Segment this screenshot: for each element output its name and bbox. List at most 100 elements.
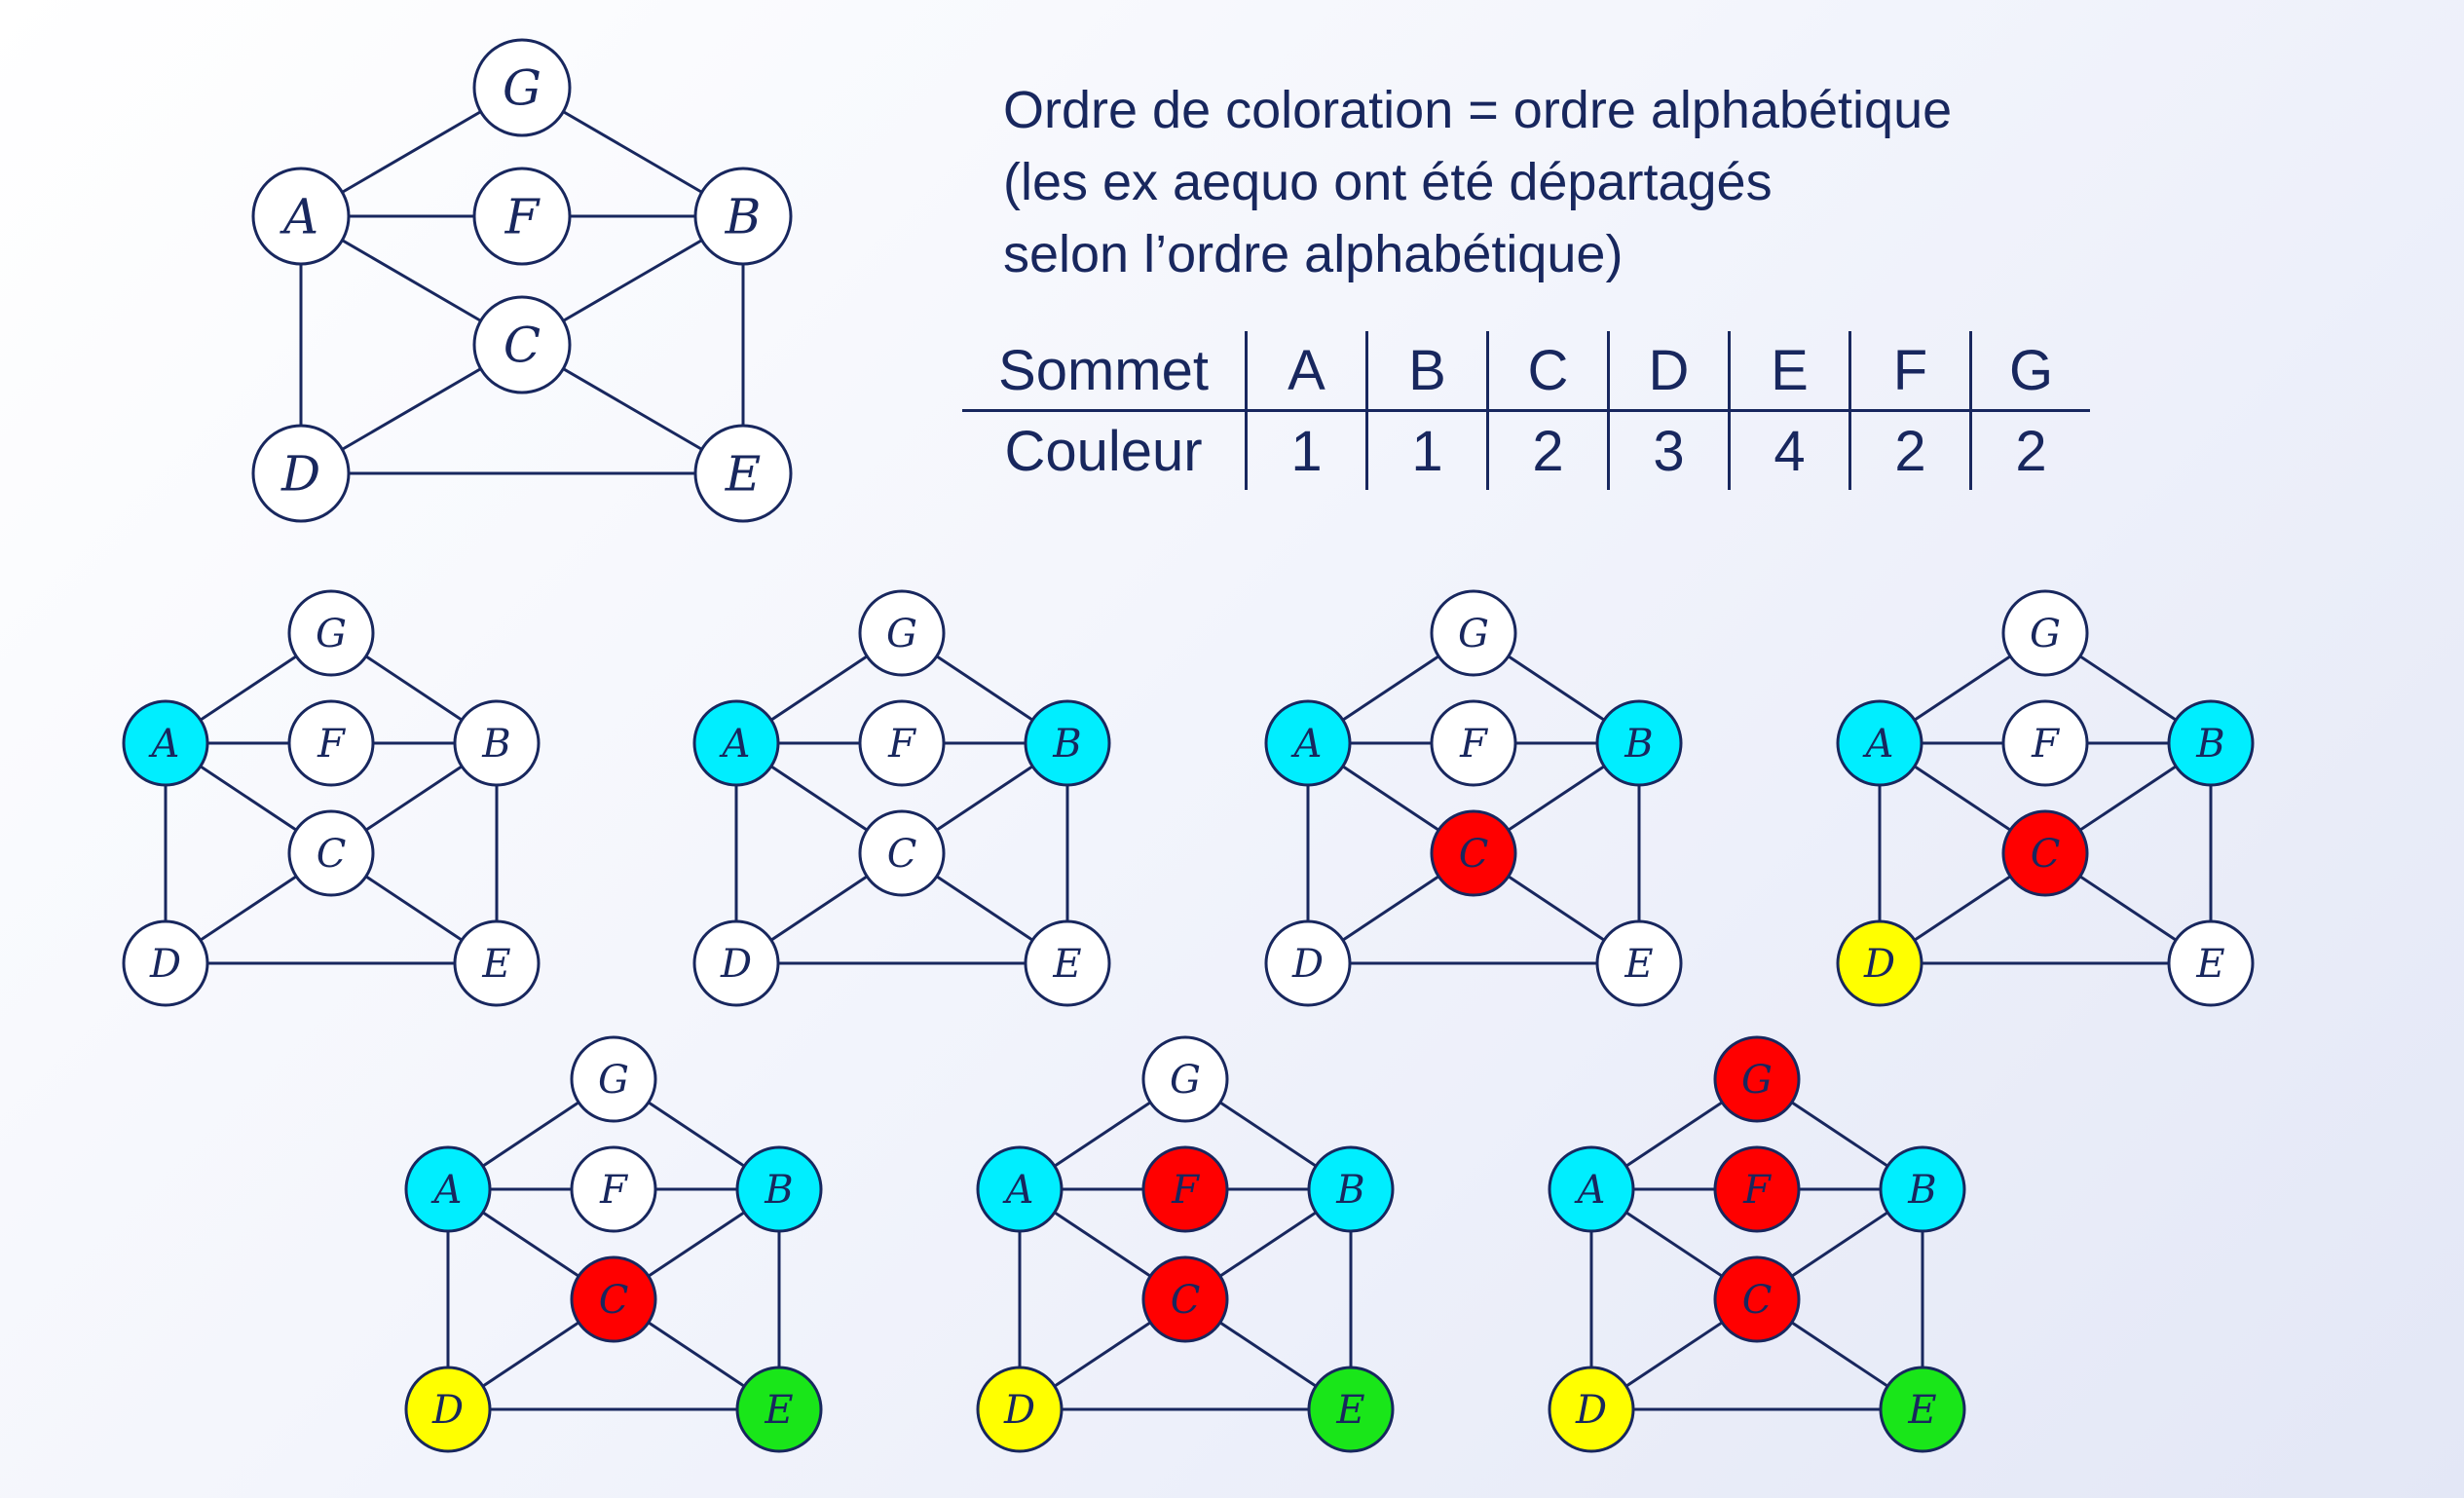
node-label-D: D (1863, 942, 1895, 987)
node-label-D: D (280, 446, 320, 503)
node-B (1879, 1145, 1966, 1233)
node-E (735, 1366, 823, 1453)
node-label-B: B (1624, 722, 1653, 767)
node-label-G: G (1170, 1058, 1201, 1103)
vertex-cell: A (1245, 331, 1367, 412)
node-label-F: F (504, 189, 541, 245)
node-label-C: C (1459, 832, 1489, 877)
node-F (1141, 1145, 1229, 1233)
node-F (1713, 1145, 1801, 1233)
node-label-C: C (2031, 832, 2061, 877)
node-G (1141, 1035, 1229, 1123)
color-cell: 3 (1607, 410, 1730, 490)
node-C (858, 809, 946, 897)
node-label-D: D (1291, 942, 1324, 987)
vertex-cell: B (1365, 331, 1488, 412)
node-F (570, 1145, 657, 1233)
node-F (2001, 699, 2089, 787)
node-label-E: E (725, 446, 762, 503)
node-label-B: B (1052, 722, 1081, 767)
node-label-A: A (148, 722, 180, 767)
node-label-B: B (1907, 1168, 1936, 1213)
node-label-F: F (1459, 722, 1488, 767)
vertex-row: Sommet A B C D E F G (962, 331, 2090, 412)
caption: Ordre de coloration = ordre alphabétique… (1003, 74, 1952, 290)
node-G (287, 589, 375, 677)
node-label-B: B (725, 189, 762, 245)
node-label-D: D (1003, 1388, 1035, 1433)
node-D (122, 919, 209, 1007)
node-C (2001, 809, 2089, 897)
node-label-C: C (887, 832, 917, 877)
node-F (287, 699, 375, 787)
node-label-C: C (504, 318, 541, 374)
node-D (976, 1366, 1064, 1453)
node-A (692, 699, 780, 787)
node-label-E: E (1052, 942, 1081, 987)
node-label-A: A (430, 1168, 463, 1213)
node-E (1024, 919, 1111, 1007)
node-label-A: A (1290, 722, 1323, 767)
node-label-D: D (720, 942, 752, 987)
node-label-E: E (1335, 1388, 1364, 1433)
node-A (251, 167, 351, 266)
color-cell: 4 (1728, 410, 1850, 490)
node-B (735, 1145, 823, 1233)
node-E (1879, 1366, 1966, 1453)
node-label-B: B (764, 1168, 793, 1213)
node-label-C: C (317, 832, 347, 877)
node-label-G: G (316, 612, 347, 656)
node-label-D: D (1575, 1388, 1607, 1433)
node-label-A: A (1574, 1168, 1606, 1213)
node-label-G: G (1741, 1058, 1773, 1103)
color-cell: 2 (1969, 410, 2090, 490)
vertex-row-header: Sommet (962, 331, 1247, 412)
node-label-B: B (1335, 1168, 1364, 1213)
node-B (1024, 699, 1111, 787)
color-row-header: Couleur (1004, 419, 1203, 483)
node-label-F: F (599, 1168, 628, 1213)
node-label-C: C (1742, 1278, 1773, 1323)
color-cell: 2 (1848, 410, 1971, 490)
node-B (1595, 699, 1683, 787)
node-label-A: A (1002, 1168, 1034, 1213)
node-C (472, 295, 572, 394)
node-B (2167, 699, 2255, 787)
node-G (570, 1035, 657, 1123)
node-G (2001, 589, 2089, 677)
caption-line-1: Ordre de coloration = ordre alphabétique (1003, 81, 1953, 139)
node-A (404, 1145, 492, 1233)
node-label-G: G (598, 1058, 629, 1103)
node-D (692, 919, 780, 1007)
node-D (404, 1366, 492, 1453)
node-label-E: E (481, 942, 510, 987)
node-B (1307, 1145, 1395, 1233)
node-E (1595, 919, 1683, 1007)
node-label-G: G (2030, 612, 2061, 656)
node-E (2167, 919, 2255, 1007)
node-C (287, 809, 375, 897)
node-label-A: A (719, 722, 751, 767)
node-label-C: C (599, 1278, 629, 1323)
node-C (1141, 1255, 1229, 1343)
node-label-F: F (1171, 1168, 1200, 1213)
node-G (1430, 589, 1517, 677)
color-row: Couleur 1 1 2 3 4 2 2 (962, 410, 2090, 490)
node-label-G: G (1458, 612, 1489, 656)
coloring-table: Sommet A B C D E F G Couleur 1 1 2 3 4 2… (962, 331, 2090, 490)
node-G (472, 38, 572, 137)
node-E (1307, 1366, 1395, 1453)
node-D (1548, 1366, 1635, 1453)
node-F (472, 167, 572, 266)
node-label-C: C (1171, 1278, 1201, 1323)
node-D (251, 424, 351, 523)
node-label-F: F (887, 722, 916, 767)
caption-line-2: (les ex aequo ont été départagés (1003, 153, 1773, 211)
node-label-B: B (2195, 722, 2224, 767)
vertex-cell: D (1607, 331, 1730, 412)
